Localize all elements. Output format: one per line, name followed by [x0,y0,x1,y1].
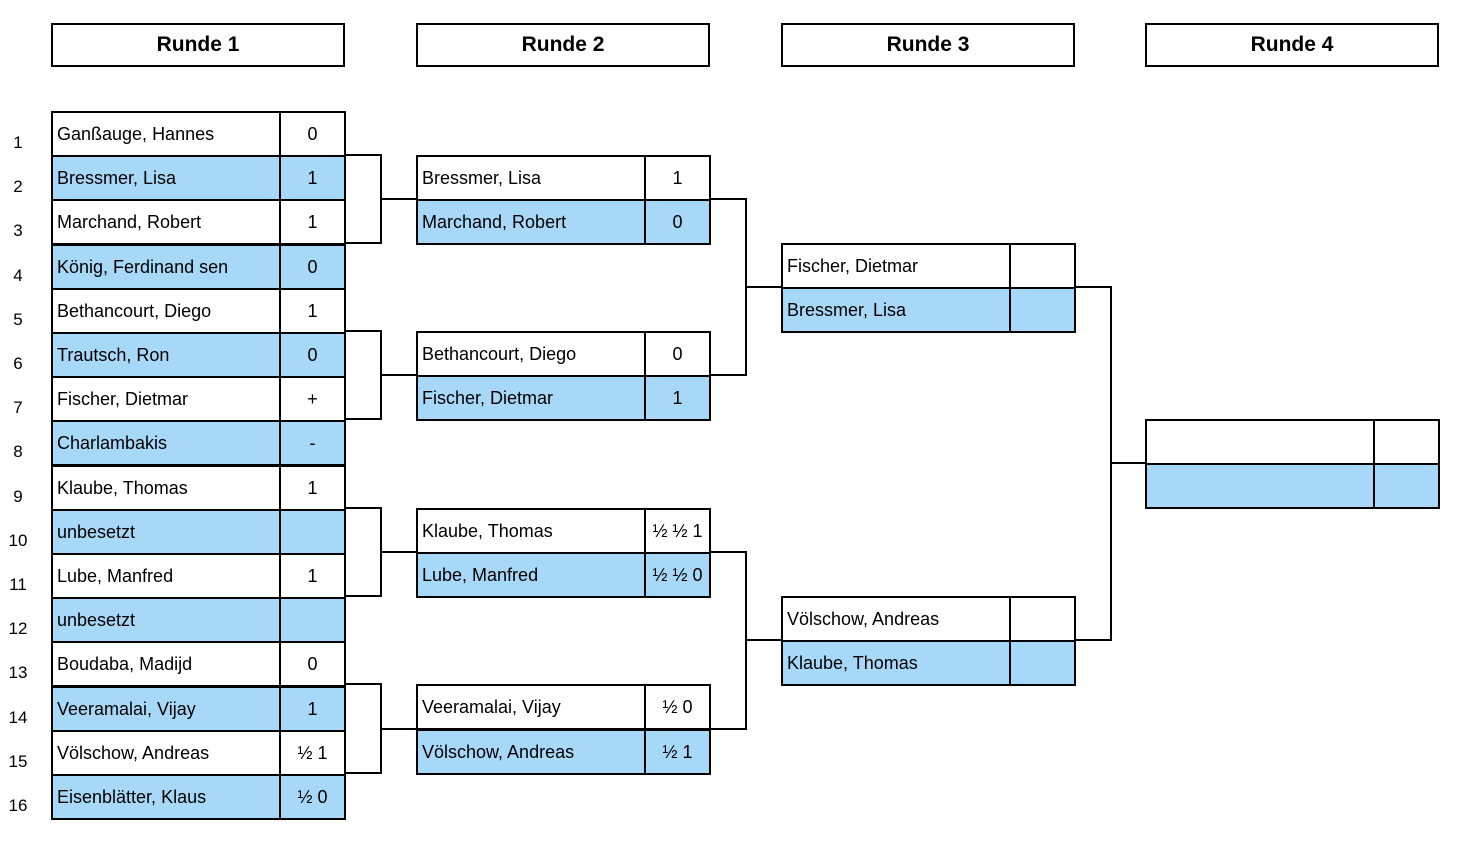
row-number: 11 [9,575,27,594]
player-name-cell[interactable]: unbesetzt [51,597,281,643]
score-cell[interactable]: ½ 1 [279,730,346,776]
connector-r2-1 [710,198,781,376]
score-cell[interactable] [1009,243,1076,289]
row-number: 13 [8,663,28,683]
player-name-cell[interactable]: Bressmer, Lisa [416,155,646,201]
player-name-cell[interactable]: Bethancourt, Diego [416,331,646,377]
player-name-cell[interactable] [1145,419,1375,465]
score-cell[interactable]: 0 [279,111,346,157]
player-name-cell[interactable]: König, Ferdinand sen [51,244,281,290]
player-name-cell[interactable]: Veeramalai, Vijay [416,684,646,730]
score-cell[interactable]: ½ ½ 0 [644,552,711,598]
row-number: 1 [13,133,23,152]
connector-r1-4 [345,683,416,774]
player-name-cell[interactable]: Eisenblätter, Klaus [51,774,281,820]
connector-r3-1 [1075,286,1145,641]
connector-r1-3 [345,507,416,597]
row-number: 15 [8,751,28,771]
row-number: 10 [8,530,28,550]
player-name-cell[interactable]: Fischer, Dietmar [781,243,1011,289]
score-cell[interactable]: 0 [279,641,346,687]
round-header-2: Runde 2 [416,23,710,67]
score-cell[interactable] [1373,463,1440,509]
score-cell[interactable] [1373,419,1440,465]
player-name-cell[interactable]: Völschow, Andreas [416,729,646,775]
score-cell[interactable] [1009,287,1076,333]
player-name-cell[interactable]: Bethancourt, Diego [51,288,281,334]
player-name-cell[interactable]: Trautsch, Ron [51,332,281,378]
player-name-cell[interactable]: Klaube, Thomas [781,640,1011,686]
score-cell[interactable]: ½ ½ 1 [644,508,711,554]
row-number: 9 [13,486,23,506]
score-cell[interactable]: 0 [279,332,346,378]
score-cell[interactable]: 0 [279,244,346,290]
connector-r2-2 [710,551,781,730]
score-cell[interactable]: ½ 0 [644,684,711,730]
score-cell[interactable]: 1 [279,288,346,334]
connector-r1-1 [345,154,416,244]
row-number: 3 [13,221,23,241]
player-name-cell[interactable]: Klaube, Thomas [51,465,281,511]
player-name-cell[interactable] [1145,463,1375,509]
score-cell[interactable]: 0 [644,199,711,245]
player-name-cell[interactable]: Lube, Manfred [51,553,281,599]
player-name-cell[interactable]: Lube, Manfred [416,552,646,598]
row-number: 5 [13,309,23,329]
player-name-cell[interactable]: unbesetzt [51,509,281,555]
score-cell[interactable] [279,509,346,555]
row-number: 8 [13,442,23,462]
row-number: 7 [13,398,23,418]
score-cell[interactable]: 0 [644,331,711,377]
score-cell[interactable]: - [279,420,346,466]
score-cell[interactable] [1009,640,1076,686]
score-cell[interactable]: ½ 1 [644,729,711,775]
score-cell[interactable]: 1 [644,155,711,201]
row-number: 14 [8,707,28,727]
player-name-cell[interactable]: Bressmer, Lisa [781,287,1011,333]
player-name-cell[interactable]: Völschow, Andreas [51,730,281,776]
row-number: 16 [8,796,28,815]
connector-r1-2 [345,330,416,420]
score-cell[interactable]: 1 [644,375,711,421]
score-cell[interactable]: + [279,376,346,422]
score-cell[interactable]: 1 [279,199,346,245]
round-header-3: Runde 3 [781,23,1075,67]
player-name-cell[interactable]: Fischer, Dietmar [416,375,646,421]
player-name-cell[interactable]: Klaube, Thomas [416,508,646,554]
score-cell[interactable] [1009,596,1076,642]
row-number: 12 [8,619,28,639]
player-name-cell[interactable]: Fischer, Dietmar [51,376,281,422]
score-cell[interactable]: 1 [279,465,346,511]
player-name-cell[interactable]: Charlambakis [51,420,281,466]
player-name-cell[interactable]: Veeramalai, Vijay [51,686,281,732]
player-name-cell[interactable]: Bressmer, Lisa [51,155,281,201]
score-cell[interactable]: 1 [279,155,346,201]
score-cell[interactable]: 1 [279,686,346,732]
player-name-cell[interactable]: Völschow, Andreas [781,596,1011,642]
player-name-cell[interactable]: Marchand, Robert [416,199,646,245]
row-number: 6 [13,354,23,373]
player-name-cell[interactable]: Boudaba, Madijd [51,641,281,687]
row-number: 2 [13,177,23,197]
player-name-cell[interactable]: Ganßauge, Hannes [51,111,281,157]
round-header-4: Runde 4 [1145,23,1439,67]
round-header-1: Runde 1 [51,23,345,67]
score-cell[interactable]: 1 [279,553,346,599]
row-number: 4 [13,265,23,285]
score-cell[interactable] [279,597,346,643]
score-cell[interactable]: ½ 0 [279,774,346,820]
player-name-cell[interactable]: Marchand, Robert [51,199,281,245]
